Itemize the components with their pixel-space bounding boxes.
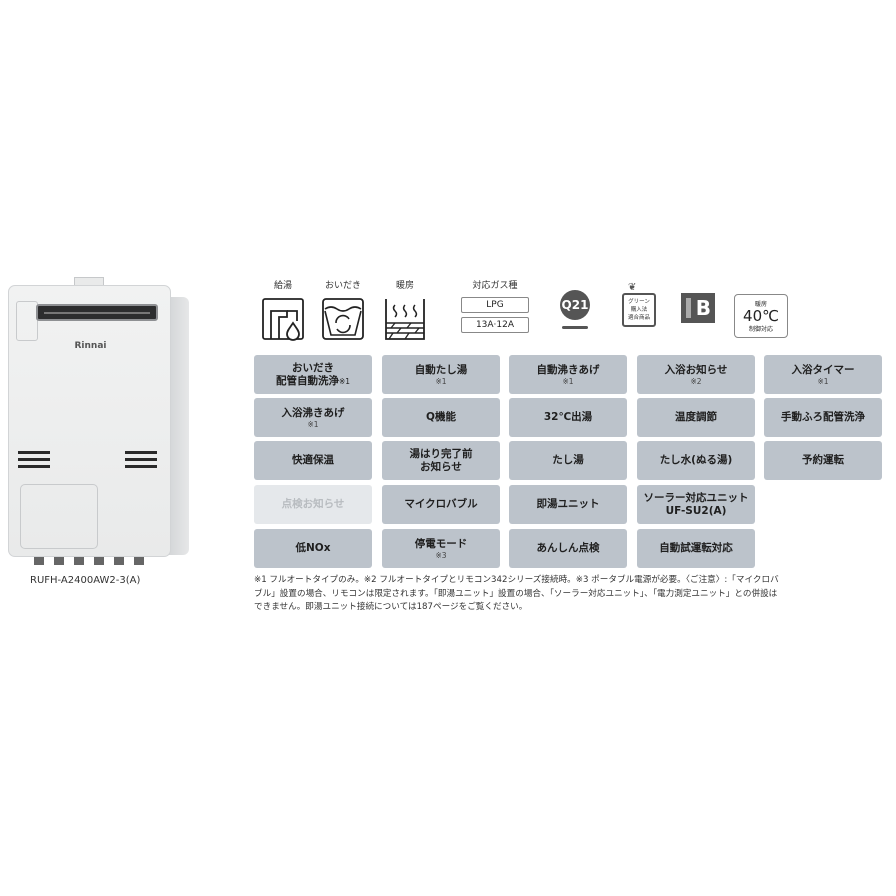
- feature-label-line2: 配管自動洗浄※1: [275, 374, 351, 387]
- feature-label: たし湯: [552, 454, 584, 466]
- icon-reheat: おいだき: [318, 278, 368, 345]
- leaf-icon: ❦: [628, 282, 637, 293]
- feature-label-line2: お知らせ: [420, 460, 462, 473]
- unit-vent-right: [125, 451, 157, 472]
- unit-small-cover: [16, 301, 38, 341]
- floor-heating-icon: [385, 299, 425, 340]
- faucet-water-icon: [262, 298, 304, 341]
- feature-note: ※2: [690, 376, 702, 386]
- feature-label: あんしん点検: [536, 542, 600, 554]
- feature-low-nox: 低NOx: [254, 529, 372, 568]
- feature-label: たし水(ぬる湯): [659, 454, 733, 466]
- icon-hot-water: 給湯: [258, 278, 308, 345]
- feature-add-cold-water: たし水(ぬる湯): [637, 441, 755, 480]
- footnote-line1: ※1 フルオートタイプのみ。※2 フルオートタイプとリモコン342シリーズ接続時…: [254, 575, 779, 585]
- green-purchase-law-icon: グリーン 購入法 適合商品: [622, 293, 656, 327]
- product-image: Rinnai: [4, 275, 190, 565]
- feature-note: ※1: [307, 419, 319, 429]
- feature-note: ※1: [435, 376, 447, 386]
- feature-solar-unit: ソーラー対応ユニット UF-SU2(A): [637, 485, 755, 524]
- feature-fill-complete-notice: 湯はり完了前 お知らせ: [382, 441, 500, 480]
- feature-label: 湯はり完了前: [409, 447, 473, 460]
- unit-front-panel: Rinnai: [8, 285, 171, 557]
- feature-label: 自動たし湯: [414, 363, 468, 376]
- feature-label: 低NOx: [295, 542, 331, 554]
- badge-40-line2: 40℃: [743, 307, 779, 325]
- unit-side-panel: [169, 297, 189, 555]
- q21-underline: [562, 326, 588, 329]
- q21-certification-icon: Q21: [560, 290, 590, 320]
- feature-label: 手動ふろ配管洗浄: [781, 411, 865, 423]
- feature-note: ※3: [435, 550, 447, 560]
- gas-types: 対応ガス種 LPG 13A·12A: [455, 278, 535, 337]
- unit-bottom-cover: [20, 484, 98, 549]
- feature-reheat-pipe-auto-clean: おいだき 配管自動洗浄※1: [254, 355, 372, 394]
- gas-type-city: 13A·12A: [461, 317, 529, 333]
- icon-label: おいだき: [324, 281, 361, 291]
- feature-label: 自動沸きあげ: [536, 363, 600, 376]
- b-mark-icon: B: [681, 293, 715, 323]
- feature-safety-inspection: あんしん点検: [509, 529, 627, 568]
- feature-label: 温度調節: [675, 411, 717, 423]
- feature-bath-notification: 入浴お知らせ ※2: [637, 355, 755, 394]
- feature-temperature-control: 温度調節: [637, 398, 755, 437]
- feature-label-line2: UF-SU2(A): [665, 504, 727, 517]
- icon-heating: 暖房: [380, 278, 430, 345]
- feature-scheduled-operation: 予約運転: [764, 441, 882, 480]
- feature-micro-bubble: マイクロバブル: [382, 485, 500, 524]
- brand-logo: Rinnai: [74, 341, 107, 351]
- unit-vent-left: [18, 451, 50, 472]
- footnote: ※1 フルオートタイプのみ。※2 フルオートタイプとリモコン342シリーズ接続時…: [254, 574, 890, 615]
- feature-label: 予約運転: [802, 454, 844, 466]
- feature-comfort-keep-warm: 快適保温: [254, 441, 372, 480]
- green-line1: グリーン: [628, 299, 650, 305]
- feature-label: Q機能: [426, 411, 456, 423]
- green-line3: 適合商品: [627, 315, 650, 321]
- gas-type-lpg: LPG: [461, 297, 529, 313]
- unit-exhaust-vent: [36, 304, 158, 321]
- feature-auto-reheat: 自動沸きあげ ※1: [509, 355, 627, 394]
- feature-label: 停電モード: [414, 537, 468, 550]
- feature-add-hot-water: たし湯: [509, 441, 627, 480]
- icon-label: 給湯: [273, 281, 292, 291]
- feature-label: 32℃出湯: [543, 411, 593, 423]
- gas-types-label: 対応ガス種: [472, 281, 518, 291]
- feature-label: おいだき: [292, 361, 334, 374]
- feature-label: 自動試運転対応: [659, 542, 733, 554]
- feature-note: ※1: [817, 376, 829, 386]
- feature-label: 快適保温: [292, 454, 334, 466]
- feature-label: 入浴タイマー: [791, 363, 855, 376]
- heating-40c-badge: 暖房 40℃ 制御対応: [734, 294, 788, 338]
- feature-bath-timer: 入浴タイマー ※1: [764, 355, 882, 394]
- feature-manual-pipe-clean: 手動ふろ配管洗浄: [764, 398, 882, 437]
- green-line2: 購入法: [630, 307, 648, 313]
- feature-q-function: Q機能: [382, 398, 500, 437]
- feature-label: マイクロバブル: [404, 498, 478, 510]
- feature-label: 入浴沸きあげ: [281, 406, 345, 419]
- badge-40-line1: 暖房: [754, 301, 767, 308]
- feature-auto-test-run: 自動試運転対応: [637, 529, 755, 568]
- badge-40-line3: 制御対応: [748, 326, 773, 333]
- icon-label: 暖房: [395, 281, 414, 291]
- reheat-bath-icon: [322, 298, 364, 340]
- feature-label: 点検お知らせ: [281, 498, 345, 510]
- model-label: RUFH-A2400AW2-3(A): [30, 575, 141, 586]
- feature-instant-hot-unit: 即湯ユニット: [509, 485, 627, 524]
- feature-label: 入浴お知らせ: [664, 363, 728, 376]
- footnote-line2: ブル」設置の場合、リモコンは限定されます。「即湯ユニット」設置の場合、「ソーラー…: [254, 588, 778, 599]
- feature-32c-output: 32℃出湯: [509, 398, 627, 437]
- unit-top-bracket: [74, 277, 104, 287]
- unit-pipes: [34, 557, 164, 567]
- feature-label: ソーラー対応ユニット: [643, 491, 749, 504]
- footnote-line3: できません。即湯ユニット接続については187ページをご覧ください。: [254, 602, 528, 612]
- feature-inspection-notice: 点検お知らせ: [254, 485, 372, 524]
- feature-power-outage-mode: 停電モード ※3: [382, 529, 500, 568]
- feature-bath-reheat: 入浴沸きあげ ※1: [254, 398, 372, 437]
- feature-note: ※1: [562, 376, 574, 386]
- feature-auto-add-hot-water: 自動たし湯 ※1: [382, 355, 500, 394]
- feature-label: 即湯ユニット: [536, 498, 600, 510]
